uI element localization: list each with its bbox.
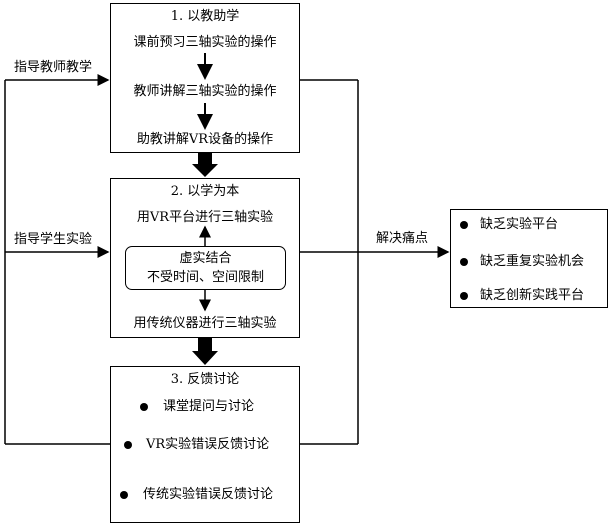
box2-vr-experiment: 用VR平台进行三轴实验 <box>136 210 274 225</box>
thick-arrow-box2-box3 <box>192 338 218 365</box>
box-student-centered <box>110 178 300 338</box>
box1-title: 1. 以教助学 <box>170 9 240 24</box>
label-guide-student: 指导学生实验 <box>14 232 93 247</box>
box3-item-2: VR实验错误反馈讨论 <box>146 437 270 452</box>
box-teaching-assist <box>110 3 300 153</box>
box-feedback-discussion <box>110 366 300 523</box>
box3-item-1: 课堂提问与讨论 <box>163 399 255 414</box>
pain-point-1: 缺乏实验平台 <box>480 217 559 232</box>
thick-arrow-box1-box2 <box>192 152 218 177</box>
label-solve-pain-points: 解决痛点 <box>376 231 429 246</box>
pain-bullet-2 <box>460 258 468 266</box>
pain-bullet-3 <box>460 292 468 300</box>
box-pain-points <box>450 209 608 308</box>
box1-step-1: 课前预习三轴实验的操作 <box>133 35 277 50</box>
box3-bullet-2 <box>124 441 132 449</box>
box1-step-3: 助教讲解VR设备的操作 <box>136 132 274 147</box>
box2-center-rounded <box>125 246 286 290</box>
box3-bullet-1 <box>140 403 148 411</box>
pain-point-3: 缺乏创新实践平台 <box>480 288 585 303</box>
box2-traditional-experiment: 用传统仪器进行三轴实验 <box>133 316 277 331</box>
box3-bullet-3 <box>120 491 128 499</box>
box2-title: 2. 以学为本 <box>170 184 240 199</box>
box2-center-line2: 不受时间、空间限制 <box>146 270 264 285</box>
box1-step-2: 教师讲解三轴实验的操作 <box>133 84 277 99</box>
box2-center-line1: 虚实结合 <box>179 251 232 266</box>
pain-bullet-1 <box>460 221 468 229</box>
box3-item-3: 传统实验错误反馈讨论 <box>143 487 274 502</box>
pain-point-2: 缺乏重复实验机会 <box>480 254 585 269</box>
box3-title: 3. 反馈讨论 <box>170 372 240 387</box>
label-guide-teacher: 指导教师教学 <box>14 60 93 75</box>
